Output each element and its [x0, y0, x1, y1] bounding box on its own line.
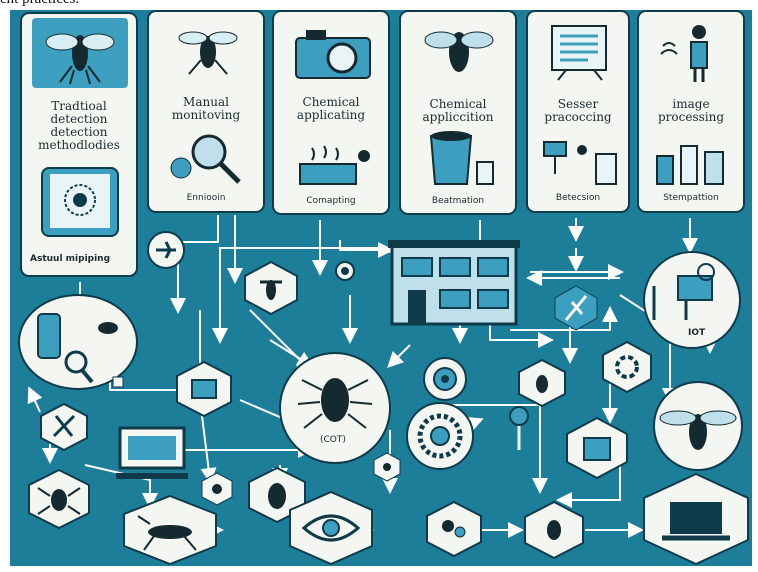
- panel-footer: Enniooin: [186, 193, 226, 203]
- panel-title: Chemical appliccition: [422, 97, 494, 124]
- panel-chemical-application: Chemical appliccition Beatmation: [399, 10, 517, 215]
- camera-icon: [295, 30, 371, 79]
- test-tube-circle: [18, 294, 138, 390]
- spider-hexagon: [28, 468, 90, 530]
- target-circle: [423, 357, 467, 401]
- person-icon: [660, 25, 708, 82]
- panel-title: Manual monitoving: [171, 95, 241, 122]
- chemical-tray-icon: [299, 145, 370, 185]
- cluster-hexagon: [426, 500, 482, 558]
- tablet-icon: [41, 167, 119, 237]
- building-icon: [388, 240, 520, 326]
- small-box-icon: [112, 376, 124, 388]
- sensor-ring-icon: [335, 261, 355, 281]
- grasshopper-hexagon: [123, 494, 217, 566]
- ant-hexagon: [201, 472, 233, 506]
- tools-hexagon: [40, 402, 88, 452]
- magnifier-icon: [170, 134, 241, 184]
- laptop-hexagon: [643, 472, 749, 566]
- mosquito-hexagon: [554, 285, 598, 331]
- fly-hexagon: [244, 260, 298, 316]
- device-hexagon: [176, 360, 232, 418]
- panel-manual-monitoring: Manual monitoving Enniooin: [147, 10, 265, 213]
- panel-footer: Beatmation: [431, 196, 485, 206]
- panel-footer: Astuul mipiping: [30, 254, 111, 264]
- panel-image-processing: image processing Stempattion: [637, 10, 745, 213]
- bucket-icon: [429, 131, 494, 185]
- microphone-icon: [509, 406, 529, 450]
- panel-title: image processing: [657, 97, 725, 124]
- gear-circle: [406, 402, 474, 470]
- iot-circle: [643, 251, 741, 349]
- center-node-label: (COT): [320, 435, 346, 445]
- box-hexagon: [566, 416, 628, 480]
- flower-hexagon: [602, 340, 652, 394]
- chart-board-icon: [551, 25, 607, 81]
- panel-title: Chemical applicating: [296, 95, 366, 122]
- panel-sensor-processing: Sesser pracoccing Betecsion: [526, 10, 630, 213]
- computer-icon: [116, 426, 188, 479]
- bug-icon: [424, 31, 494, 72]
- small-bug-hexagon: [373, 452, 401, 482]
- mosquito-icon: [32, 18, 128, 88]
- bottles-icon: [656, 145, 724, 185]
- airplane-circle: [147, 231, 185, 269]
- infographic-diagram: Tradtioal detection detection methodlodi…: [10, 10, 752, 566]
- top-caption: ent practices.: [0, 0, 79, 9]
- bug-hexagon: [518, 358, 566, 408]
- panel-traditional-detection: Tradtioal detection detection methodlodi…: [20, 12, 138, 277]
- sensor-devices-icon: [543, 141, 617, 185]
- fly-circle: [653, 381, 743, 471]
- panel-title: Sesser pracoccing: [544, 97, 612, 124]
- panel-footer: Stempattion: [663, 193, 719, 203]
- panel-title: Tradtioal detection detection methodlodi…: [38, 99, 120, 152]
- bug-center-circle: [279, 352, 391, 464]
- insect-hexagon: [524, 500, 584, 560]
- iot-label: IOT: [688, 328, 706, 338]
- panel-footer: Betecsion: [555, 193, 601, 203]
- panel-footer: Comapting: [306, 196, 356, 206]
- eye-hexagon: [289, 490, 373, 566]
- panel-chemical-applicating: Chemical applicating Comapting: [272, 10, 390, 215]
- bug-icon: [178, 31, 238, 75]
